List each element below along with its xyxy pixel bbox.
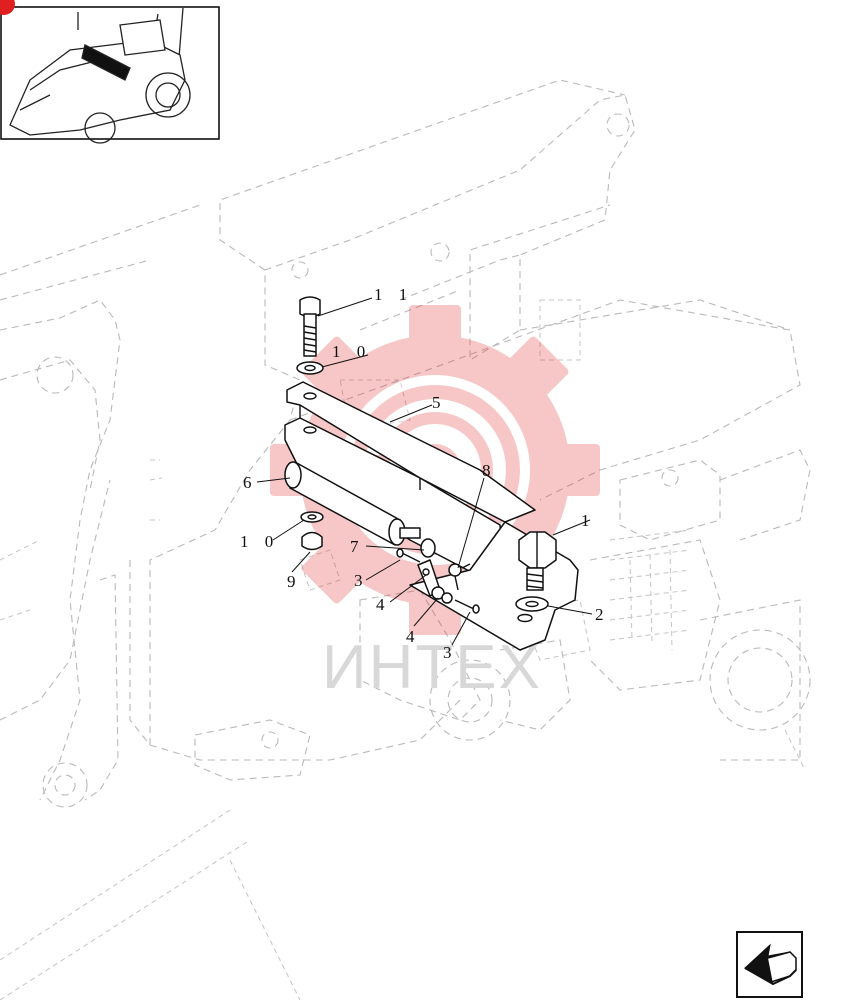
- callout-7[interactable]: 7: [350, 537, 365, 556]
- part-6-pin[interactable]: [284, 461, 421, 546]
- part-4-clip-lower[interactable]: [431, 586, 453, 604]
- leader-lines: [256, 297, 593, 646]
- watermark-text: ИНТЕХ: [322, 633, 542, 702]
- callout-4-upper[interactable]: 4: [376, 595, 391, 614]
- parts-assembly: [284, 296, 579, 651]
- callout-3-lower[interactable]: 3: [443, 643, 458, 662]
- callout-1[interactable]: 1: [581, 511, 596, 530]
- part-3-screw-lower[interactable]: [454, 599, 480, 614]
- callout-11[interactable]: 1 1: [374, 285, 413, 304]
- callout-3-upper[interactable]: 3: [354, 571, 369, 590]
- part-1-bolt[interactable]: [518, 531, 557, 591]
- tractor-icon: [9, 7, 191, 144]
- part-7-stud[interactable]: [420, 538, 436, 558]
- callout-10-lower[interactable]: 1 0: [240, 532, 279, 551]
- part-11-bolt[interactable]: [299, 296, 321, 357]
- callout-10-top[interactable]: 1 0: [332, 342, 371, 361]
- part-10-washer-lower[interactable]: [300, 511, 324, 523]
- callout-5[interactable]: 5: [432, 393, 447, 412]
- chassis-ghost-outline: [0, 79, 811, 1000]
- part-2-washer[interactable]: [515, 596, 549, 612]
- part-10-washer-top[interactable]: [296, 361, 324, 375]
- callouts: 1 1 1 0 5 6 8 1 1 0 7 9 3 4 4 2 3: [240, 285, 610, 662]
- locator-badge-icon: [0, 0, 15, 15]
- callout-6[interactable]: 6: [243, 473, 258, 492]
- part-3-screw-upper[interactable]: [396, 548, 421, 563]
- callout-2[interactable]: 2: [595, 605, 610, 624]
- callout-9[interactable]: 9: [287, 572, 302, 591]
- next-page-button[interactable]: [736, 931, 803, 998]
- locator-thumbnail[interactable]: [0, 0, 220, 144]
- callout-4-lower[interactable]: 4: [406, 627, 421, 646]
- callout-8[interactable]: 8: [482, 461, 497, 480]
- part-9-nut[interactable]: [301, 531, 323, 551]
- arrow-left-icon: [744, 943, 797, 986]
